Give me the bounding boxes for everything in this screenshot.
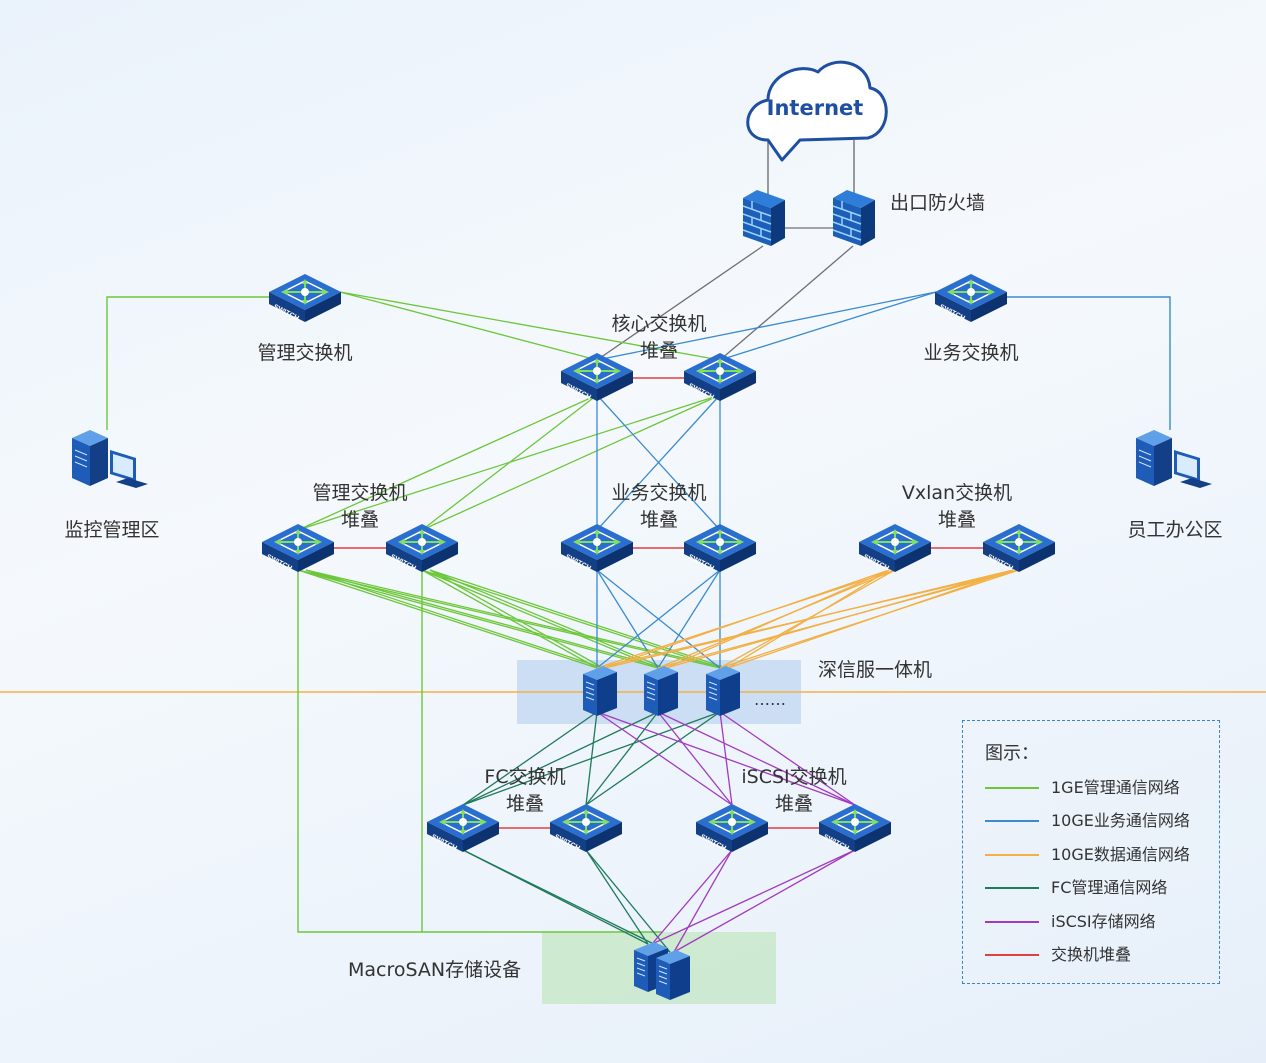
fc-line (585, 711, 721, 806)
firewall-label: 出口防火墙 (890, 192, 986, 214)
mgmt-line (106, 296, 270, 430)
biz-stack-label-2: 堆叠 (639, 509, 678, 531)
data-line (665, 569, 1014, 669)
mgmt-line (421, 394, 721, 531)
legend-item: FC管理通信网络 (985, 875, 1215, 901)
mgmt-stack-label: 管理交换机 (312, 482, 408, 504)
mgmt-line (297, 569, 659, 669)
mgmt-line (297, 394, 721, 531)
fc-line (585, 711, 659, 806)
biz-switch-icon (934, 273, 1008, 324)
mgmt-switch-label: 管理交换机 (257, 342, 353, 364)
legend-item: 交换机堆叠 (985, 942, 1215, 968)
core-stack-label: 核心交换机 (611, 313, 707, 335)
fc-line (585, 849, 671, 953)
data-line (604, 569, 890, 669)
mgmt-line (429, 569, 665, 669)
uplink-line (719, 245, 854, 361)
iscsi-stack-label-2: 堆叠 (774, 793, 813, 815)
legend-swatch (985, 921, 1039, 923)
legend-item: 1GE管理通信网络 (985, 775, 1215, 801)
iscsi-line (596, 711, 733, 806)
fc-line (585, 849, 649, 945)
biz-stack-label: 业务交换机 (611, 482, 707, 504)
iscsi-line (719, 711, 856, 806)
iscsi-line (657, 711, 733, 806)
legend-label: FC管理通信网络 (1051, 878, 1168, 897)
vxlan-stack-label-2: 堆叠 (937, 509, 976, 531)
firewall-icon (832, 189, 876, 247)
hci-label: 深信服一体机 (818, 659, 933, 681)
mgmt-line (305, 569, 604, 669)
iscsi-stack-label: iSCSI交换机 (741, 766, 847, 788)
monitor-pc-icon (71, 429, 149, 489)
biz-line (596, 291, 937, 361)
fc-line (462, 711, 659, 806)
staff-area-label: 员工办公区 (1127, 519, 1223, 541)
data-line (727, 569, 1014, 669)
legend-item: 10GE业务通信网络 (985, 808, 1215, 834)
data-line (665, 569, 890, 669)
legend-title: 图示： (985, 743, 1039, 764)
mgmt-line (421, 569, 598, 669)
iscsi-line (673, 849, 733, 953)
staff-pc-icon (1135, 429, 1213, 489)
iscsi-line (651, 849, 733, 945)
mgmt-line (429, 569, 604, 669)
legend-label: 10GE业务通信网络 (1051, 811, 1190, 830)
legend-swatch (985, 954, 1039, 956)
mgmt-line (421, 569, 659, 669)
legend: 图示： 1GE管理通信网络 10GE业务通信网络 10GE数据通信网络 FC管理… (962, 720, 1220, 984)
fc-line (462, 711, 598, 806)
mgmt-line (297, 394, 598, 531)
legend-label: iSCSI存储网络 (1051, 912, 1156, 931)
hci-server-icon (582, 665, 618, 717)
iscsi-line (657, 711, 856, 806)
mgmt-line (297, 570, 662, 933)
hci-server-icon (643, 665, 679, 717)
legend-label: 1GE管理通信网络 (1051, 778, 1180, 797)
core-stack-label-2: 堆叠 (639, 340, 678, 362)
mgmt-stack-label-2: 堆叠 (340, 509, 379, 531)
legend-swatch (985, 887, 1039, 889)
hci-server-icon (705, 665, 741, 717)
legend-label: 10GE数据通信网络 (1051, 845, 1190, 864)
fc-stack-label: FC交换机 (484, 766, 566, 788)
biz-switch-label: 业务交换机 (923, 342, 1019, 364)
biz-line (596, 394, 721, 531)
uplink-line (596, 245, 764, 361)
legend-swatch (985, 820, 1039, 822)
network-links (106, 138, 1171, 953)
biz-line (719, 291, 937, 361)
internet-cloud-icon (746, 60, 888, 162)
fc-line (462, 711, 721, 806)
iscsi-line (719, 711, 733, 806)
legend-item: 10GE数据通信网络 (985, 842, 1215, 868)
storage-device-icon (655, 949, 691, 1001)
legend-swatch (985, 854, 1039, 856)
mgmt-line (429, 569, 727, 669)
mgmt-switch-icon (268, 273, 342, 324)
mgmt-line (297, 569, 598, 669)
firewall-icon (742, 189, 786, 247)
biz-line (596, 569, 721, 669)
data-line (604, 569, 1014, 669)
fc-line (462, 849, 671, 953)
legend-label: 交换机堆叠 (1051, 945, 1132, 964)
monitor-area-label: 监控管理区 (64, 519, 160, 541)
fc-stack-label-2: 堆叠 (505, 793, 544, 815)
mgmt-line (339, 291, 598, 361)
legend-swatch (985, 787, 1039, 789)
iscsi-line (651, 849, 856, 945)
storage-label: MacroSAN存储设备 (348, 959, 522, 981)
vxlan-stack-label: Vxlan交换机 (901, 482, 1013, 504)
biz-line (1007, 296, 1171, 430)
hci-ellipsis: …… (754, 690, 786, 709)
iscsi-line (673, 849, 856, 953)
internet-label: Internet (766, 96, 864, 120)
legend-item: iSCSI存储网络 (985, 909, 1215, 935)
